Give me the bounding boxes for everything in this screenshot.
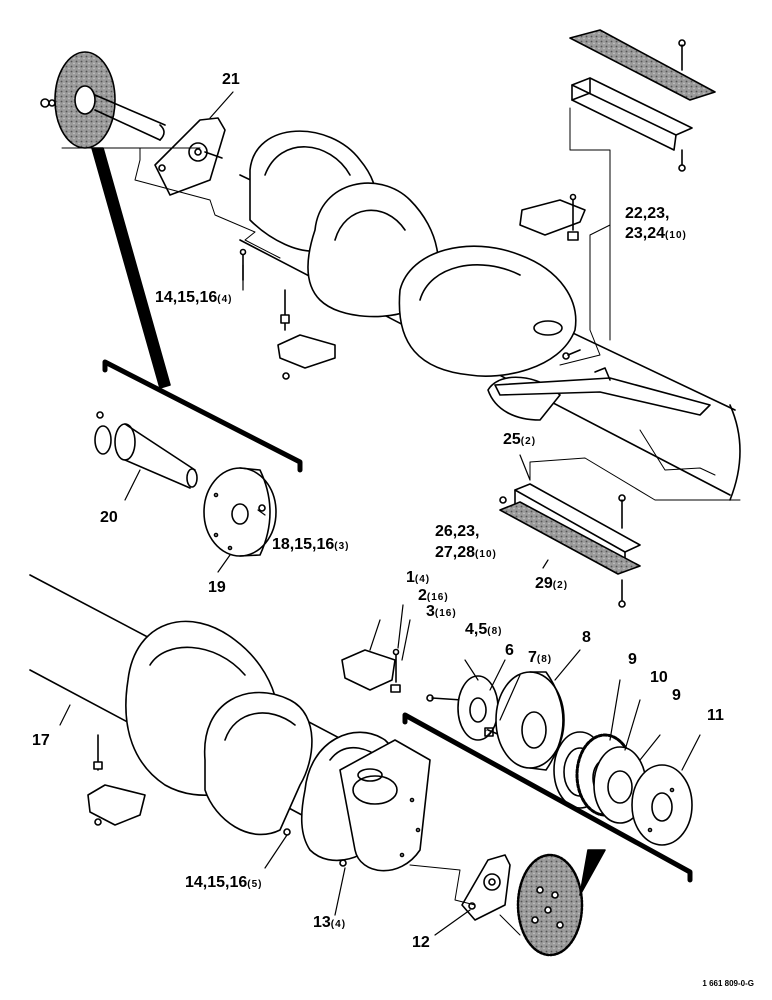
callout-13: 13(4)	[313, 915, 346, 931]
callout-6: 6	[505, 643, 514, 659]
callout-3-number: 3	[426, 603, 435, 620]
callout-14-15-16-lower: 14,15,16(5)	[185, 875, 263, 891]
stub-shaft	[94, 411, 198, 489]
callout-7-qty: (8)	[536, 654, 553, 665]
callout-25: 25(2)	[503, 432, 536, 448]
callout-12: 12	[412, 935, 430, 951]
upper-flighting	[249, 130, 577, 421]
upper-wear-strip	[494, 367, 711, 416]
callout-29: 29(2)	[535, 576, 568, 592]
callout-13-qty: (4)	[330, 919, 347, 930]
callout-18-number: 18,15,16	[272, 536, 335, 553]
callout-14b-number: 14,15,16	[185, 874, 248, 891]
callout-19: 19	[208, 580, 226, 596]
leader-lines	[59, 91, 701, 936]
callout-23-24: 23,24(10)	[625, 226, 687, 242]
callout-26-number: 26,23,	[435, 523, 480, 540]
callout-9a-number: 9	[628, 651, 637, 668]
callout-11: 11	[707, 708, 724, 724]
callout-4-5: 4,5(8)	[465, 622, 502, 638]
lower-blade-assembly	[499, 429, 741, 608]
callout-26-23: 26,23,	[435, 524, 479, 540]
callout-2-number: 2	[418, 587, 427, 604]
callout-13-number: 13	[313, 914, 331, 931]
callout-18-15-16: 18,15,16(3)	[272, 537, 350, 553]
drawing-number: 1 661 809-0-G	[702, 979, 754, 988]
inspection-covers-lower	[87, 648, 401, 867]
callout-22-23: 22,23,	[625, 206, 669, 222]
callout-2: 2(16)	[418, 588, 449, 604]
phantom-lines-upper	[61, 147, 611, 366]
callout-23-number: 23,24	[625, 225, 666, 242]
bearing-bracket-lower	[409, 854, 521, 936]
callout-19-number: 19	[208, 579, 226, 596]
callout-29-number: 29	[535, 575, 553, 592]
callout-11-number: 11	[707, 707, 724, 724]
detail-bracket-upper	[102, 359, 303, 473]
callout-45-qty: (8)	[487, 626, 503, 637]
callout-18-qty: (3)	[334, 541, 350, 552]
inspection-covers-upper	[239, 193, 586, 380]
lower-sprocket	[516, 853, 584, 957]
callout-27-qty: (10)	[475, 549, 497, 560]
callout-10-number: 10	[650, 669, 668, 686]
pointer-wedge-upper	[91, 147, 171, 389]
callout-14b-qty: (5)	[247, 879, 263, 890]
bearing-bracket-upper	[154, 117, 226, 196]
callout-20: 20	[100, 510, 118, 526]
callout-9-right: 9	[672, 688, 681, 704]
callout-23-qty: (10)	[665, 230, 687, 241]
callout-21: 21	[222, 72, 240, 88]
callout-20-number: 20	[100, 509, 118, 526]
callout-9b-number: 9	[672, 687, 681, 704]
callout-29-qty: (2)	[552, 580, 569, 591]
callout-6-number: 6	[505, 642, 514, 659]
top-blade-assembly	[569, 29, 716, 341]
callout-14a-qty: (4)	[217, 294, 233, 305]
callout-17: 17	[32, 733, 50, 749]
callout-9-left: 9	[628, 652, 637, 668]
callout-2-qty: (16)	[426, 592, 449, 603]
detail-bracket-lower	[402, 712, 693, 883]
pointer-wedge-lower	[579, 849, 606, 896]
callout-14a-number: 14,15,16	[155, 289, 218, 306]
callout-10: 10	[650, 670, 668, 686]
callout-25-number: 25	[503, 431, 521, 448]
callout-21-number: 21	[222, 71, 240, 88]
callout-7-number: 7	[528, 649, 537, 666]
callout-7: 7(8)	[528, 650, 552, 666]
callout-17-number: 17	[32, 732, 50, 749]
upper-sprocket	[40, 51, 166, 149]
callout-27-28: 27,28(10)	[435, 545, 497, 561]
callout-3-qty: (16)	[434, 608, 457, 619]
callout-8-number: 8	[582, 629, 591, 646]
callout-25-qty: (2)	[520, 436, 537, 447]
callout-8: 8	[582, 630, 591, 646]
drive-hub-assembly	[426, 671, 693, 846]
callout-1-qty: (4)	[414, 574, 431, 585]
end-disc	[203, 467, 277, 557]
callout-45-number: 4,5	[465, 621, 488, 638]
callout-14-15-16-upper: 14,15,16(4)	[155, 290, 233, 306]
callout-3: 3(16)	[426, 604, 457, 620]
callout-1-number: 1	[406, 569, 415, 586]
callout-1: 1(4)	[406, 570, 430, 586]
lower-flighting	[125, 620, 431, 872]
callout-22-number: 22,23,	[625, 205, 670, 222]
callout-12-number: 12	[412, 934, 430, 951]
callout-27-number: 27,28	[435, 544, 476, 561]
